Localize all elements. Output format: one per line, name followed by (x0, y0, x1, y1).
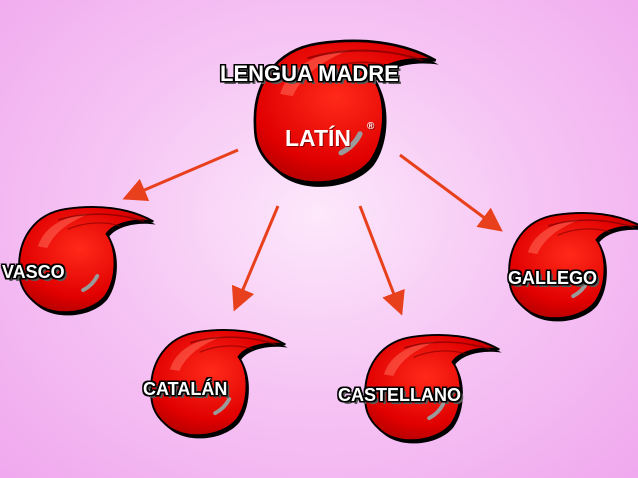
arrow-to-catalan (231, 205, 280, 312)
parent-header-label: LENGUA MADRE (220, 61, 399, 86)
arrow-to-gallego (399, 153, 503, 232)
child-label-vasco: VASCO (2, 262, 65, 282)
parent-name-label: LATÍN (285, 125, 352, 151)
registered-mark: ® (367, 121, 375, 132)
arrow-to-castellano (358, 205, 405, 316)
arrow-to-vasco (122, 148, 239, 201)
child-label-gallego: GALLEGO (508, 268, 597, 288)
child-label-castellano: CASTELLANO (338, 385, 461, 405)
child-label-catalan: CATALÁN (143, 379, 228, 399)
